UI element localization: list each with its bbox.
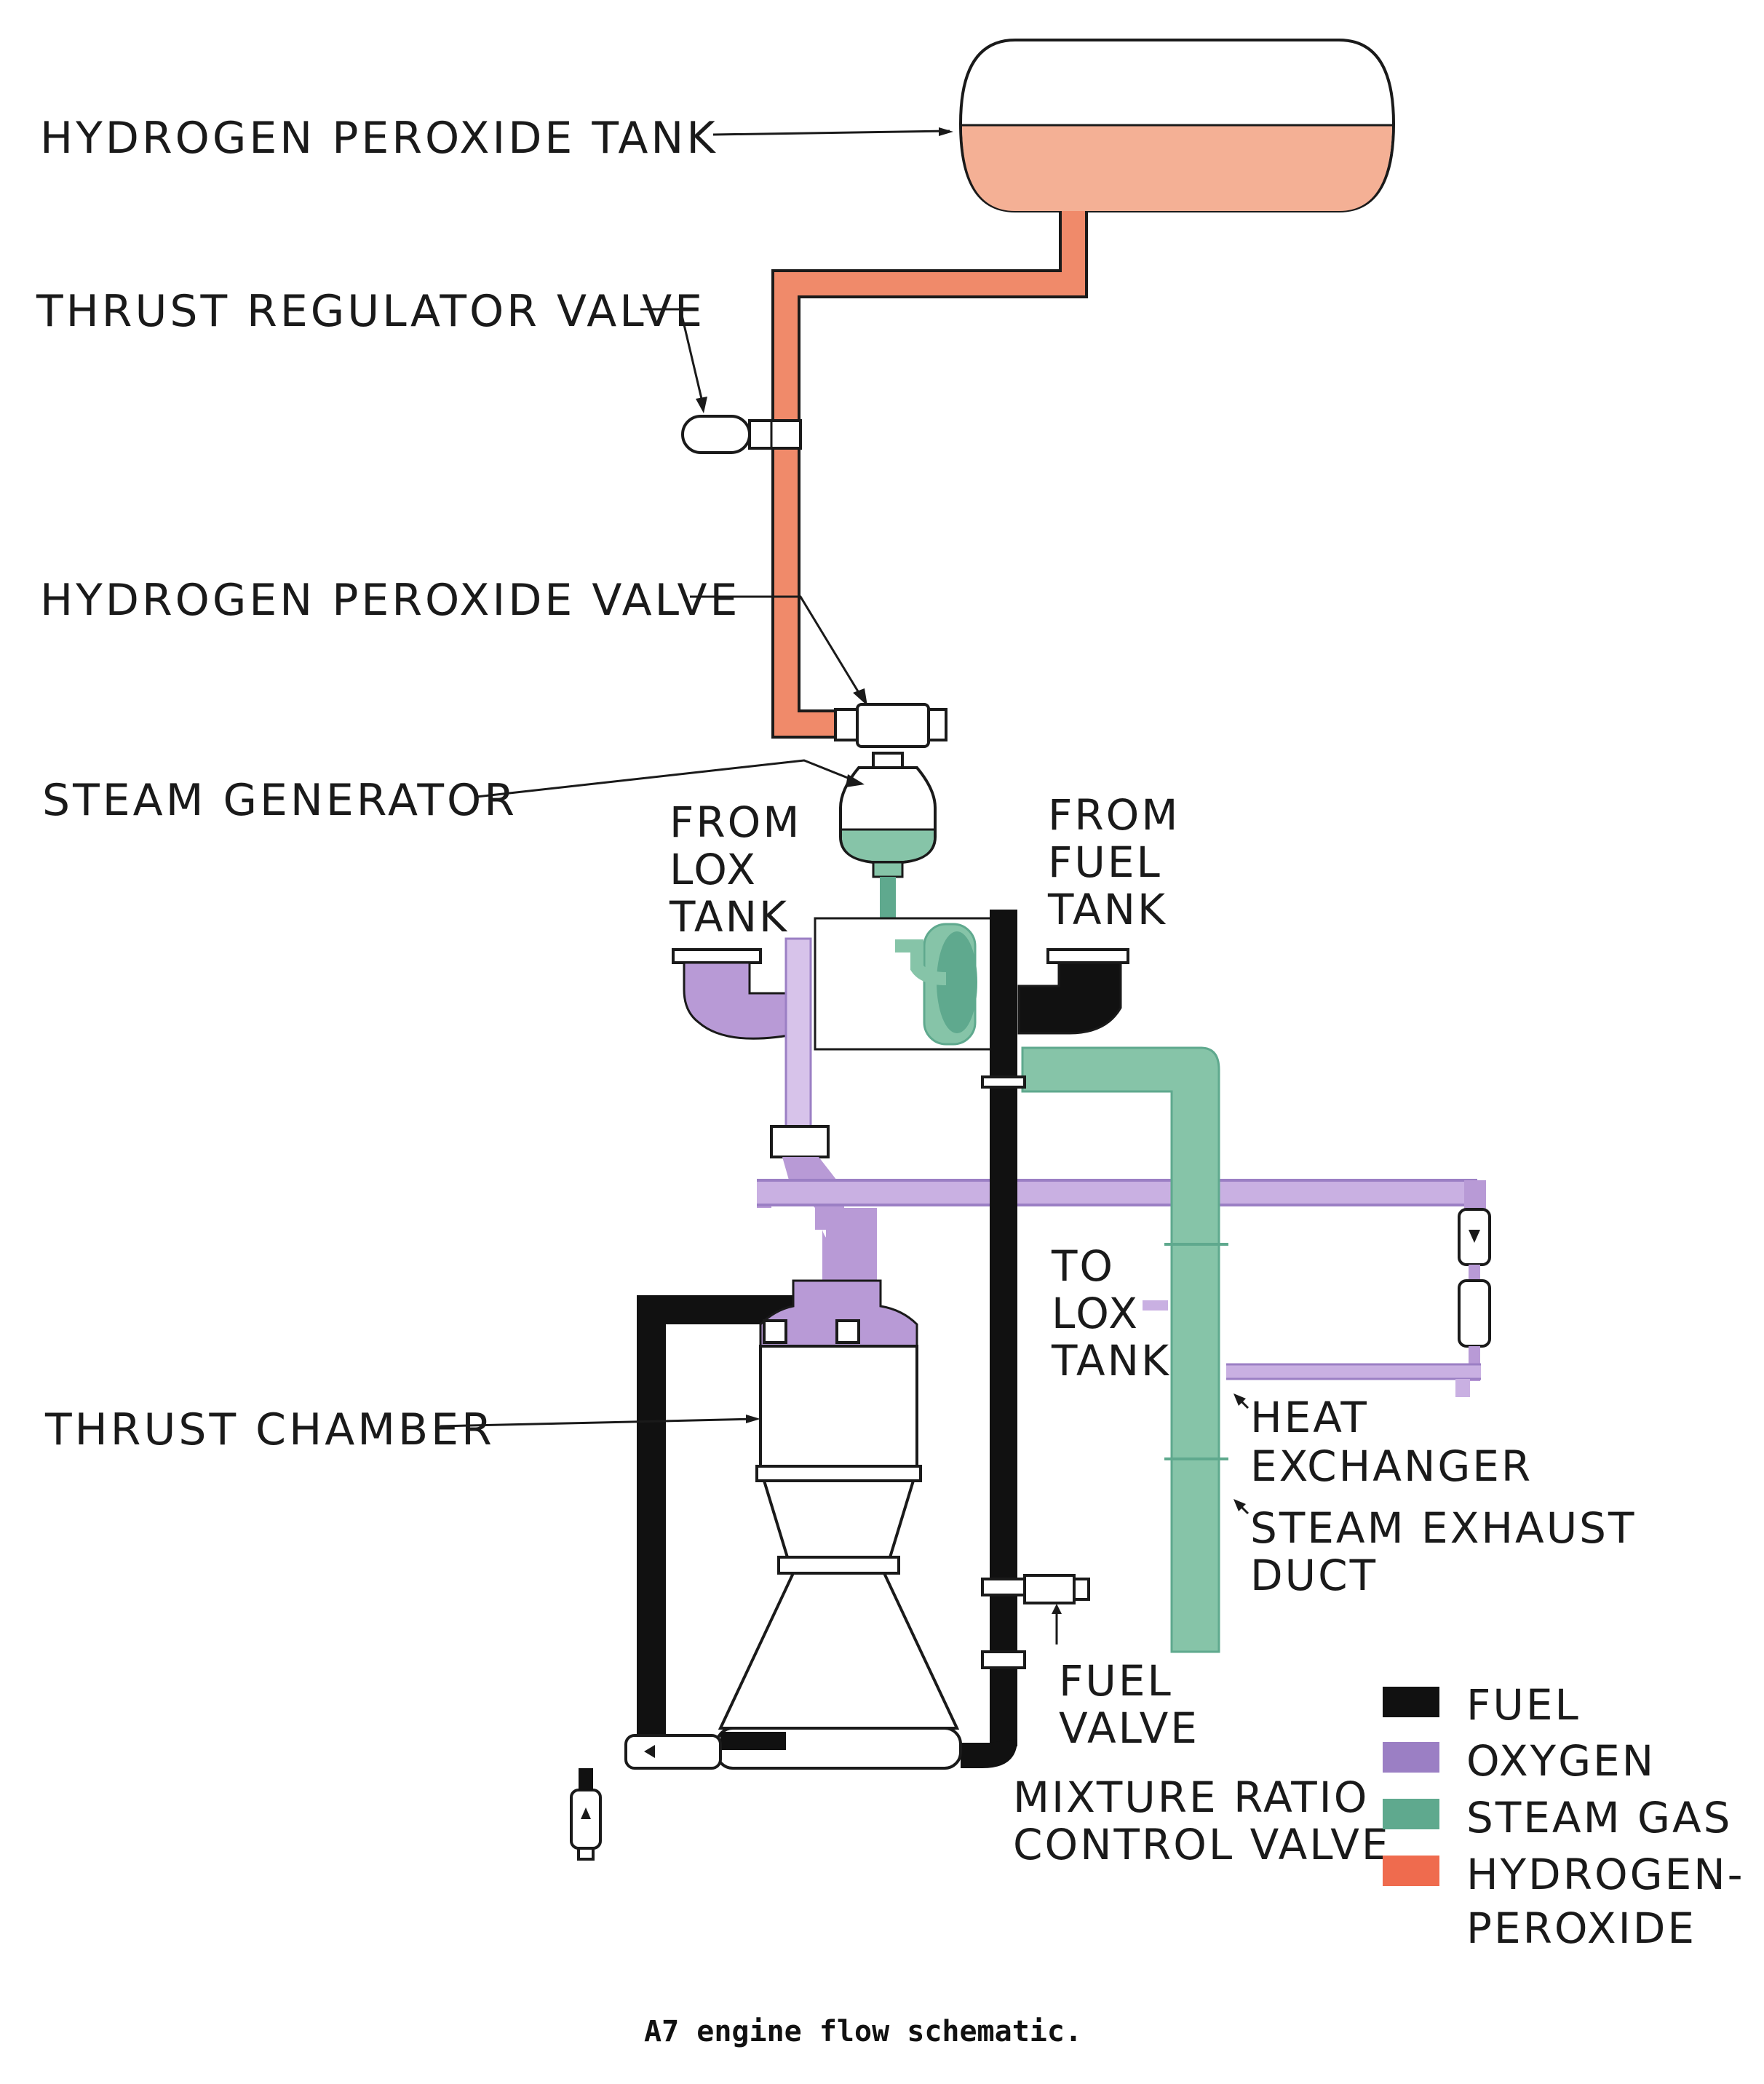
legend-swatch-hydrogen-peroxide (1383, 1856, 1439, 1886)
label-from-fuel-tank-1: FROM (1048, 790, 1180, 840)
leader-lines (440, 127, 1250, 1515)
label-from-lox-tank-1: FROM (670, 798, 801, 847)
hydrogen-peroxide-tank (958, 39, 1396, 212)
label-heat-exchanger-1: HEAT (1250, 1393, 1369, 1442)
steam-generator (839, 752, 937, 878)
label-from-lox-tank-2: LOX (670, 845, 758, 894)
label-fuel-valve-1: FUEL (1059, 1656, 1173, 1706)
label-steam-exhaust-duct-2: DUCT (1250, 1551, 1378, 1600)
peroxide-line (771, 211, 1088, 739)
label-steam-generator: STEAM GENERATOR (42, 775, 517, 826)
label-fuel-valve-2: VALVE (1059, 1703, 1199, 1753)
label-to-lox-tank-3: TANK (1051, 1336, 1171, 1385)
label-from-fuel-tank-2: FUEL (1048, 838, 1162, 887)
turbopump (814, 917, 998, 1051)
fuel-line (637, 910, 1026, 1768)
legend-swatch-oxygen (1383, 1742, 1439, 1773)
peroxide-fill (962, 125, 1392, 211)
thrust-regulator-valve (681, 415, 802, 454)
steam-exhaust-duct (1021, 1046, 1228, 1653)
label-thrust-chamber: THRUST CHAMBER (44, 1404, 495, 1455)
legend-label-fuel: FUEL (1466, 1680, 1581, 1730)
legend-label-steam-gas: STEAM GAS (1466, 1793, 1732, 1842)
label-hydrogen-peroxide-valve: HYDROGEN PEROXIDE VALVE (40, 575, 740, 626)
label-steam-exhaust-duct-1: STEAM EXHAUST (1250, 1503, 1636, 1553)
oxygen-line (757, 937, 1486, 1288)
legend-label-hydrogen-peroxide-1: HYDROGEN- (1466, 1850, 1745, 1899)
hydrogen-peroxide-valve (834, 703, 947, 748)
label-from-lox-tank-3: TANK (669, 892, 789, 942)
label-hydrogen-peroxide-tank: HYDROGEN PEROXIDE TANK (40, 113, 718, 164)
legend-label-oxygen: OXYGEN (1466, 1736, 1656, 1786)
caption: A7 engine flow schematic. (644, 2015, 1082, 2048)
label-heat-exchanger-2: EXCHANGER (1250, 1441, 1533, 1491)
label-to-lox-tank-2: LOX (1052, 1289, 1140, 1338)
fuel-pump-inlet (1017, 948, 1129, 1035)
label-from-fuel-tank-3: TANK (1047, 885, 1167, 934)
mixture-ratio-control-valve (570, 1734, 722, 1861)
fuel-valve (1023, 1574, 1090, 1644)
lox-pump-inlet (672, 948, 802, 1040)
label-mixture-ratio-1: MIXTURE RATIO (1013, 1773, 1369, 1822)
label-mixture-ratio-2: CONTROL VALVE (1013, 1820, 1391, 1869)
oxygen-valves (1143, 1208, 1491, 1397)
legend-label-hydrogen-peroxide-2: PEROXIDE (1466, 1904, 1696, 1953)
legend-swatch-steam-gas (1383, 1799, 1439, 1829)
thrust-chamber (715, 1279, 962, 1770)
label-to-lox-tank-1: TO (1051, 1241, 1115, 1291)
label-thrust-regulator-valve: THRUST REGULATOR VALVE (36, 286, 705, 337)
legend-swatch-fuel (1383, 1687, 1439, 1717)
legend: FUEL OXYGEN STEAM GAS HYDROGEN- PEROXIDE (1383, 1680, 1745, 1953)
